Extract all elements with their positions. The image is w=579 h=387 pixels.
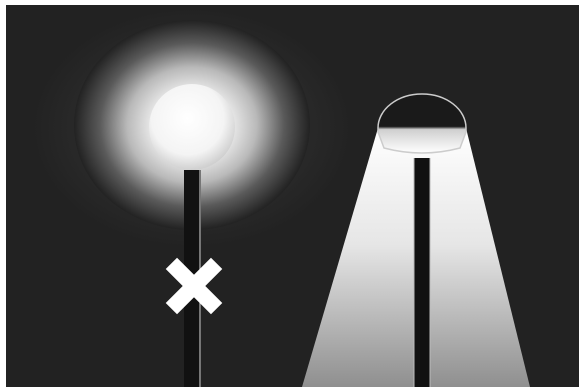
- globe-lamp: [149, 84, 235, 170]
- shielded-lamp-pole: [414, 158, 430, 387]
- shielded-cap-lamp: [378, 94, 466, 153]
